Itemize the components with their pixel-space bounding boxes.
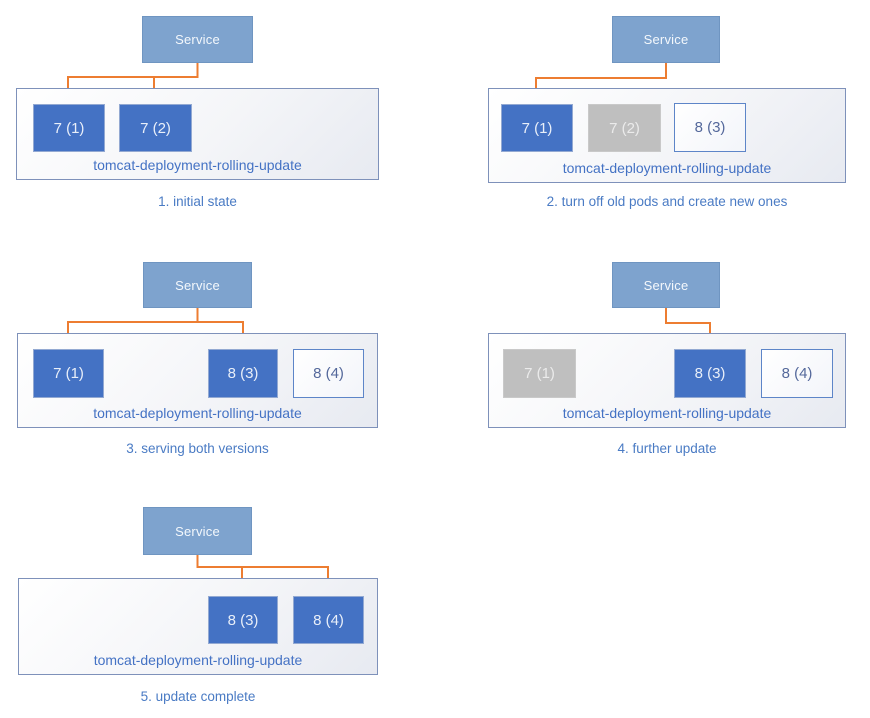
- deployment-label: tomcat-deployment-rolling-update: [562, 405, 772, 421]
- pod: 8 (4): [293, 596, 364, 644]
- pod-label: 7 (1): [53, 119, 85, 137]
- pod-label: 7 (1): [521, 119, 553, 137]
- stage-caption: 4. further update: [617, 441, 717, 456]
- pod: 8 (3): [208, 596, 278, 644]
- service-box: Service: [612, 16, 720, 63]
- stage-caption: 1. initial state: [158, 194, 237, 209]
- deployment-label: tomcat-deployment-rolling-update: [93, 652, 303, 668]
- pod: 8 (3): [674, 349, 746, 398]
- pod: 8 (4): [293, 349, 364, 398]
- pod-label: 8 (4): [313, 611, 344, 629]
- pod-label: 8 (3): [227, 365, 259, 382]
- pod: 7 (1): [503, 349, 576, 398]
- service-box: Service: [142, 16, 253, 63]
- service-label: Service: [643, 277, 689, 293]
- deployment-label: tomcat-deployment-rolling-update: [93, 157, 302, 173]
- pod: 8 (4): [761, 349, 833, 398]
- service-label: Service: [643, 32, 689, 47]
- pod-label: 8 (4): [313, 365, 344, 382]
- deployment-box: 7 (1) 7 (2) 8 (3) tomcat-deployment-roll…: [488, 88, 846, 183]
- pod-label: 8 (3): [694, 119, 726, 136]
- service-label: Service: [175, 277, 220, 293]
- pod-label: 7 (2): [140, 119, 171, 137]
- pod-label: 8 (3): [694, 365, 726, 382]
- pod: 7 (1): [33, 104, 105, 152]
- deployment-box: 7 (1) 8 (3) 8 (4) tomcat-deployment-roll…: [17, 333, 378, 428]
- pod: 7 (1): [33, 349, 104, 398]
- deployment-box: 8 (3) 8 (4) tomcat-deployment-rolling-up…: [18, 578, 378, 675]
- service-box: Service: [612, 262, 720, 308]
- stage-caption: 2. turn off old pods and create new ones: [546, 194, 788, 209]
- deployment-label: tomcat-deployment-rolling-update: [562, 160, 772, 176]
- stage-caption: 5. update complete: [140, 689, 256, 704]
- connector-arrow-p1-left: [63, 63, 199, 99]
- service-box: Service: [143, 262, 252, 308]
- stage-caption: 3. serving both versions: [126, 441, 269, 456]
- pod: 7 (1): [501, 104, 573, 152]
- deployment-label: tomcat-deployment-rolling-update: [93, 405, 302, 421]
- pod: 8 (3): [208, 349, 278, 398]
- service-box: Service: [143, 507, 252, 555]
- deployment-box: 7 (1) 8 (3) 8 (4) tomcat-deployment-roll…: [488, 333, 846, 428]
- service-label: Service: [175, 32, 220, 47]
- pod: 8 (3): [674, 103, 746, 152]
- pod-label: 7 (1): [53, 365, 84, 382]
- service-label: Service: [175, 523, 220, 539]
- pod-label: 7 (2): [609, 119, 640, 137]
- pod-label: 8 (4): [781, 365, 813, 382]
- connector-arrow-p4: [665, 308, 715, 344]
- connector-arrow-p3-left: [63, 308, 199, 344]
- pod-label: 8 (3): [227, 611, 259, 629]
- deployment-box: 7 (1) 7 (2) tomcat-deployment-rolling-up…: [16, 88, 379, 180]
- pod: 7 (2): [119, 104, 192, 152]
- pod: 7 (2): [588, 104, 661, 152]
- pod-label: 7 (1): [524, 365, 555, 382]
